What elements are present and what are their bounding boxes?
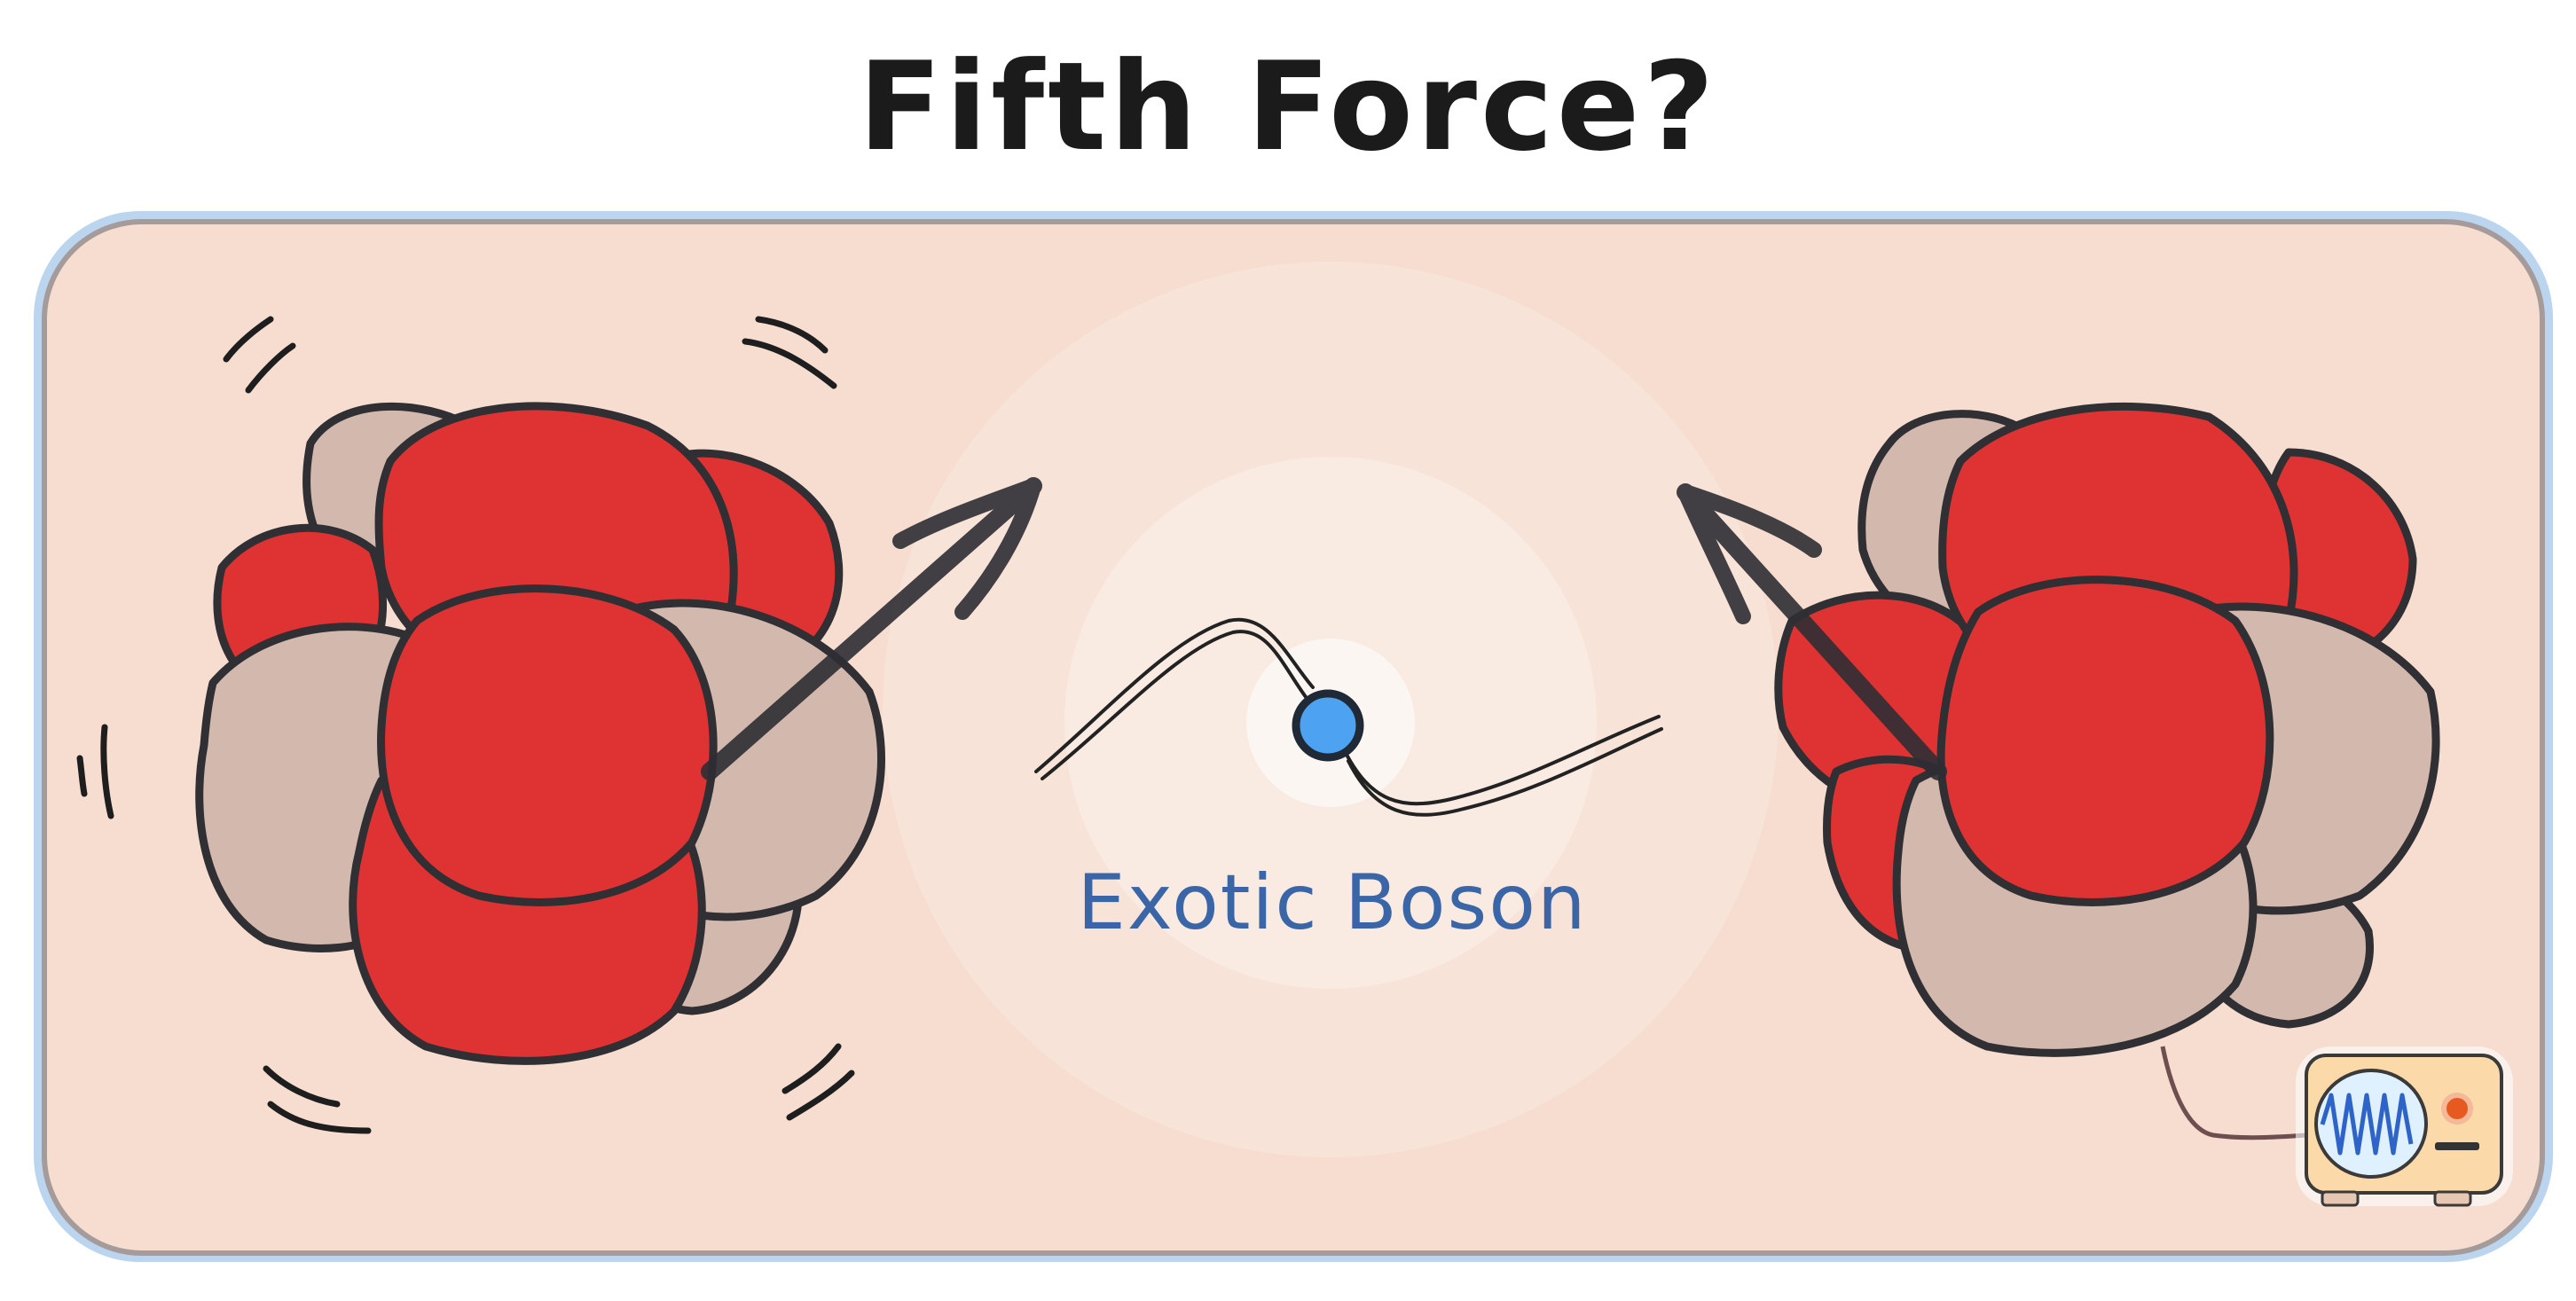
boson-particle-icon [1292,689,1364,762]
detector-indicator-icon [2441,1093,2473,1125]
detector-cable [2160,1046,2307,1140]
detector-foot-right [2433,1190,2472,1207]
right-arrow-icon [1677,483,1947,780]
detector-slot [2435,1142,2479,1150]
left-nucleus-icon [195,402,885,1065]
detector-signal [2320,1093,2414,1156]
boson-wave [1034,617,1663,817]
right-nucleus-icon [1774,403,2440,1057]
diagram-title: Fifth Force? [858,35,1718,178]
detector-icon [2160,1046,2513,1207]
boson-label: Exotic Boson [1077,858,1588,947]
detector-foot-left [2321,1190,2360,1207]
left-vibration-marks [76,316,855,1134]
left-arrow-icon [701,477,1042,780]
